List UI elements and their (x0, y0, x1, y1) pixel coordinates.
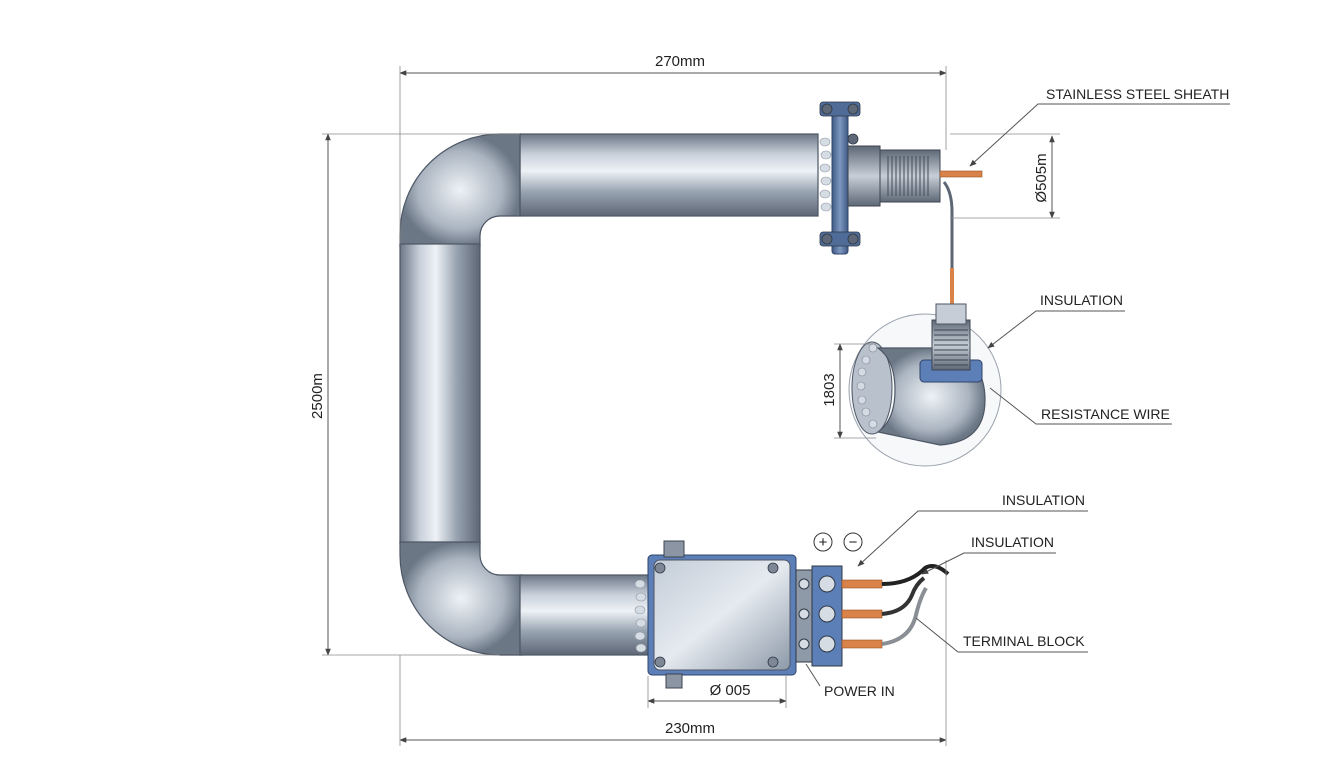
minus-symbol: − (849, 534, 858, 551)
callouts: STAINLESS STEEL SHEATH INSULATION RESIST… (805, 86, 1230, 699)
plus-symbol: + (819, 534, 828, 551)
box-diameter-dimension: Ø 005 (710, 682, 751, 699)
bolt-icon (819, 101, 861, 247)
label-insulation-lower: INSULATION (971, 534, 1054, 550)
junction-box: + − (647, 532, 950, 689)
label-insulation-upper: INSULATION (1002, 492, 1085, 508)
top-width-dimension: 270mm (655, 53, 705, 70)
inset-detail: 1803 (821, 303, 1002, 467)
flange (819, 101, 983, 320)
label-insulation-inset: INSULATION (1040, 292, 1123, 308)
height-dimension: 2500m (309, 373, 326, 419)
screw-icon (654, 562, 779, 668)
sheath-diameter-dimension: Ø505m (1033, 153, 1050, 202)
inset-height-dimension: 1803 (821, 373, 838, 406)
label-stainless-steel-sheath: STAINLESS STEEL SHEATH (1046, 86, 1229, 102)
label-resistance-wire: RESISTANCE WIRE (1041, 406, 1170, 422)
dimension-lines: 270mm 2500m 230mm Ø 005 Ø505m (309, 53, 1060, 746)
label-power-in: POWER IN (824, 683, 895, 699)
label-terminal-block: TERMINAL BLOCK (963, 633, 1085, 649)
heater-pipe (399, 133, 832, 656)
terminal-screw-icon (798, 575, 836, 653)
bottom-width-dimension: 230mm (665, 720, 715, 737)
